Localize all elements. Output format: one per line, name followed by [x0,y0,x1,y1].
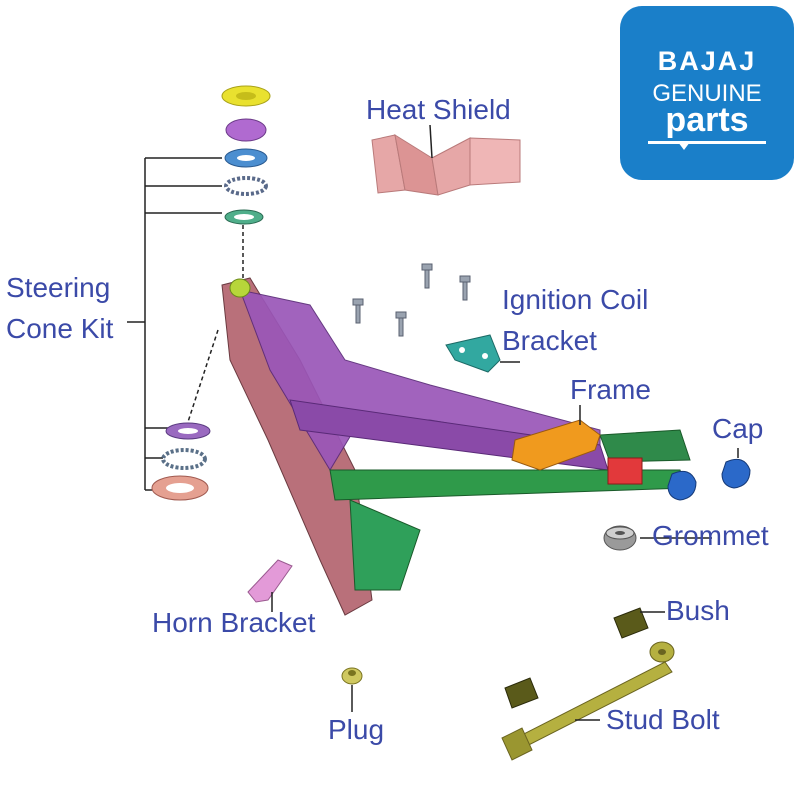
ignition-label-line1: Ignition Coil [502,284,649,315]
heat-shield-label: Heat Shield [366,94,511,125]
logo-underline [648,141,766,144]
plug-part [341,667,363,712]
cap-label: Cap [712,413,764,444]
steering-cone-bottom-stack [151,422,211,501]
bush-parts [504,607,675,709]
horn-bracket-part [247,559,293,612]
plug-label: Plug [328,714,385,745]
steering-kit-bracket [127,157,244,491]
cap-parts [667,448,751,501]
horn-bracket-label: Horn Bracket [152,607,316,638]
screws [352,263,471,337]
steering-label-line2: Cone Kit [6,312,114,344]
steering-cone-top-stack [221,85,271,225]
steering-cone-kit-label: Steering Cone Kit [6,268,113,349]
frame-label: Frame [570,374,651,405]
frame-part [221,277,691,616]
bush-label: Bush [666,595,730,626]
logo-brand: BAJAJ [657,46,757,76]
leader-lines [429,124,712,539]
grommet-part [603,525,637,551]
ignition-label-line2: Bracket [502,324,597,356]
logo-parts: parts [665,101,749,139]
steering-label-line1: Steering [6,272,111,303]
grommet-label: Grommet [652,520,769,551]
ignition-coil-bracket-part [445,334,520,373]
stud-bolt-part [501,661,673,761]
bajaj-genuine-parts-logo: BAJAJ GENUINE parts [620,6,794,180]
logo-arrow-icon [678,142,690,150]
heat-shield-part [371,133,521,196]
logo-genuine: GENUINE [652,80,762,107]
stud-bolt-label: Stud Bolt [606,704,720,735]
ignition-coil-bracket-label: Ignition Coil Bracket [502,280,648,361]
